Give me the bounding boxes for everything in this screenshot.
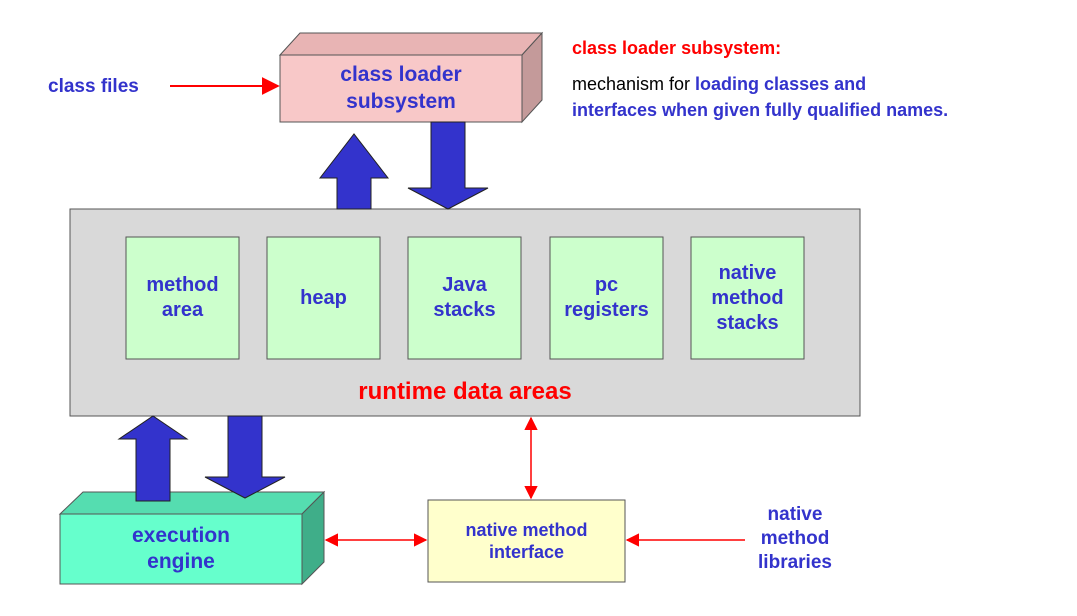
heap-box [266,236,381,360]
execution-engine-box [58,490,326,586]
native-method-interface-label: native method interface [465,519,588,563]
load-up-arrow [318,133,390,210]
class-loader-box [278,31,544,124]
note-plain-text: mechanism for [572,74,696,94]
load-down-arrow [407,121,489,210]
class-files-label: class files [48,76,139,98]
java-stacks-box [407,236,522,360]
method-area-label: method area [146,274,219,321]
native-method-libraries-label: native method libraries [758,504,832,573]
native-method-stacks-label: native method stacks [711,261,784,334]
native-method-stacks-box [690,236,805,360]
note-title: class loader subsystem: [572,38,782,58]
method-area-box [125,236,240,360]
native-method-interface-box [427,499,626,583]
engine-up-arrow [117,415,189,502]
engine-down-arrow [204,415,286,499]
note-highlight-1: loading classes and [695,74,867,94]
class-loader-label: class loader subsystem [340,63,462,113]
note-line-1: mechanism for loading classes and [572,74,866,95]
execution-engine-label: execution engine [131,523,231,573]
note-highlight-2: interfaces when given fully qualified na… [572,100,949,120]
java-stacks-label: Java stacks [433,274,496,321]
heap-label: heap [300,286,347,309]
pc-registers-label: pc registers [564,274,649,321]
runtime-data-areas-label: runtime data areas [358,378,572,405]
pc-registers-box [549,236,664,360]
